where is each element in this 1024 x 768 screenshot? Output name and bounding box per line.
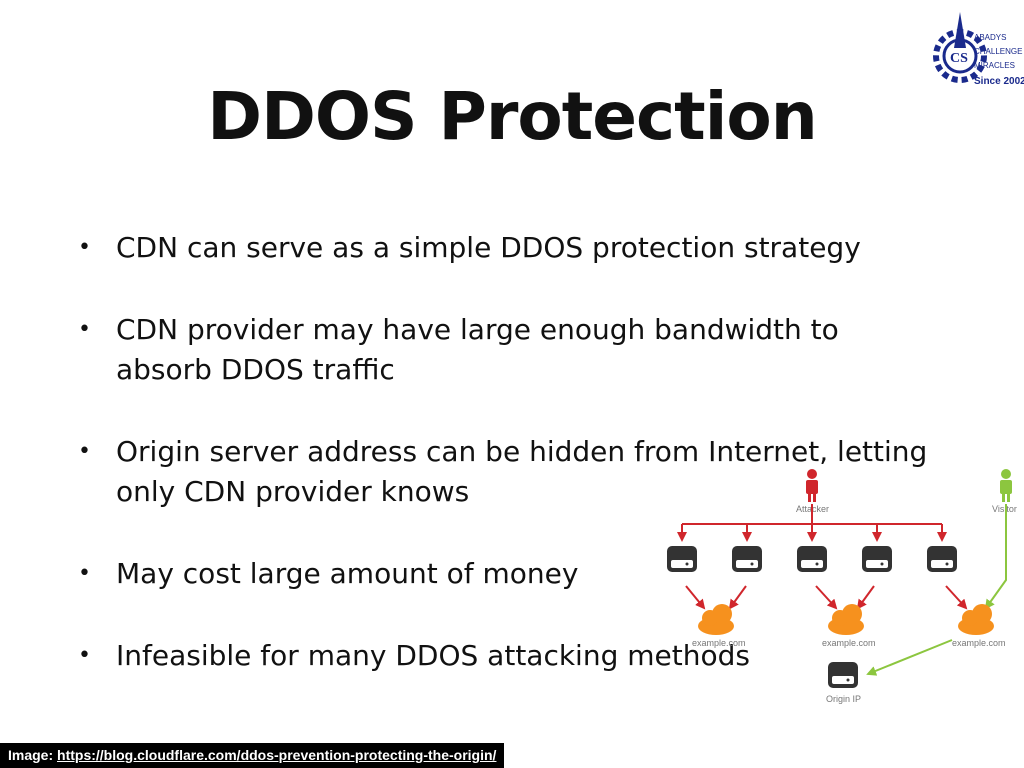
bullet-item: • May cost large amount of money bbox=[78, 554, 938, 594]
bullet-dot: • bbox=[78, 235, 91, 260]
attacker-person-icon bbox=[806, 469, 818, 502]
server-icon bbox=[862, 546, 892, 572]
logo-line-1: ABADYS bbox=[974, 33, 1006, 42]
bullet-text: Infeasible for many DDOS attacking metho… bbox=[116, 639, 750, 672]
logo-monogram: CS bbox=[950, 51, 968, 66]
bullet-item: • Infeasible for many DDOS attacking meth… bbox=[78, 636, 938, 676]
bullet-dot: • bbox=[78, 561, 91, 586]
origin-server-icon bbox=[828, 662, 858, 688]
cdn-label: example.com bbox=[692, 638, 746, 648]
visitor-person-icon bbox=[1000, 469, 1012, 502]
cdn-label: example.com bbox=[952, 638, 1006, 648]
bullet-text: May cost large amount of money bbox=[116, 557, 579, 590]
logo: CS ABADYS CHALLENGE MIRACLES Since 2002 bbox=[933, 12, 1024, 87]
cloud-icon bbox=[828, 604, 864, 635]
bullet-text: Origin server address can be hidden from… bbox=[116, 435, 928, 508]
visitor-arrows bbox=[866, 504, 1007, 676]
server-icon bbox=[927, 546, 957, 572]
bullet-item: • Origin server address can be hidden fro… bbox=[78, 432, 938, 512]
image-caption: Image: https://blog.cloudflare.com/ddos-… bbox=[0, 743, 505, 768]
bullet-text: CDN provider may have large enough bandw… bbox=[116, 313, 839, 386]
bullet-text: CDN can serve as a simple DDOS protectio… bbox=[116, 231, 861, 264]
cloud-icon bbox=[698, 604, 734, 635]
bullet-dot: • bbox=[78, 643, 91, 668]
logo-line-4: Since 2002 bbox=[974, 76, 1024, 87]
visitor-label: Visitor bbox=[992, 504, 1017, 514]
cloud-icon bbox=[958, 604, 994, 635]
ddos-diagram: Attacker Visitor bbox=[667, 469, 1017, 704]
logo-line-3: MIRACLES bbox=[974, 61, 1015, 70]
bullet-dot: • bbox=[78, 317, 91, 342]
bullet-list: • CDN can serve as a simple DDOS protecti… bbox=[78, 228, 938, 718]
bullet-dot: • bbox=[78, 439, 91, 464]
origin-label: Origin IP bbox=[826, 694, 861, 704]
server-icon bbox=[732, 546, 762, 572]
logo-line-2: CHALLENGE bbox=[974, 47, 1022, 56]
server-icon bbox=[797, 546, 827, 572]
attack-arrows bbox=[677, 504, 968, 610]
source-link[interactable]: https://blog.cloudflare.com/ddos-prevent… bbox=[57, 747, 497, 763]
bullet-item: • CDN can serve as a simple DDOS protecti… bbox=[78, 228, 938, 268]
bullet-item: • CDN provider may have large enough band… bbox=[78, 310, 938, 390]
tower-icon bbox=[954, 12, 966, 48]
cdn-label: example.com bbox=[822, 638, 876, 648]
slide-title: DDOS Protection bbox=[207, 78, 817, 155]
server-icon bbox=[667, 546, 697, 572]
caption-prefix: Image: bbox=[8, 747, 58, 763]
